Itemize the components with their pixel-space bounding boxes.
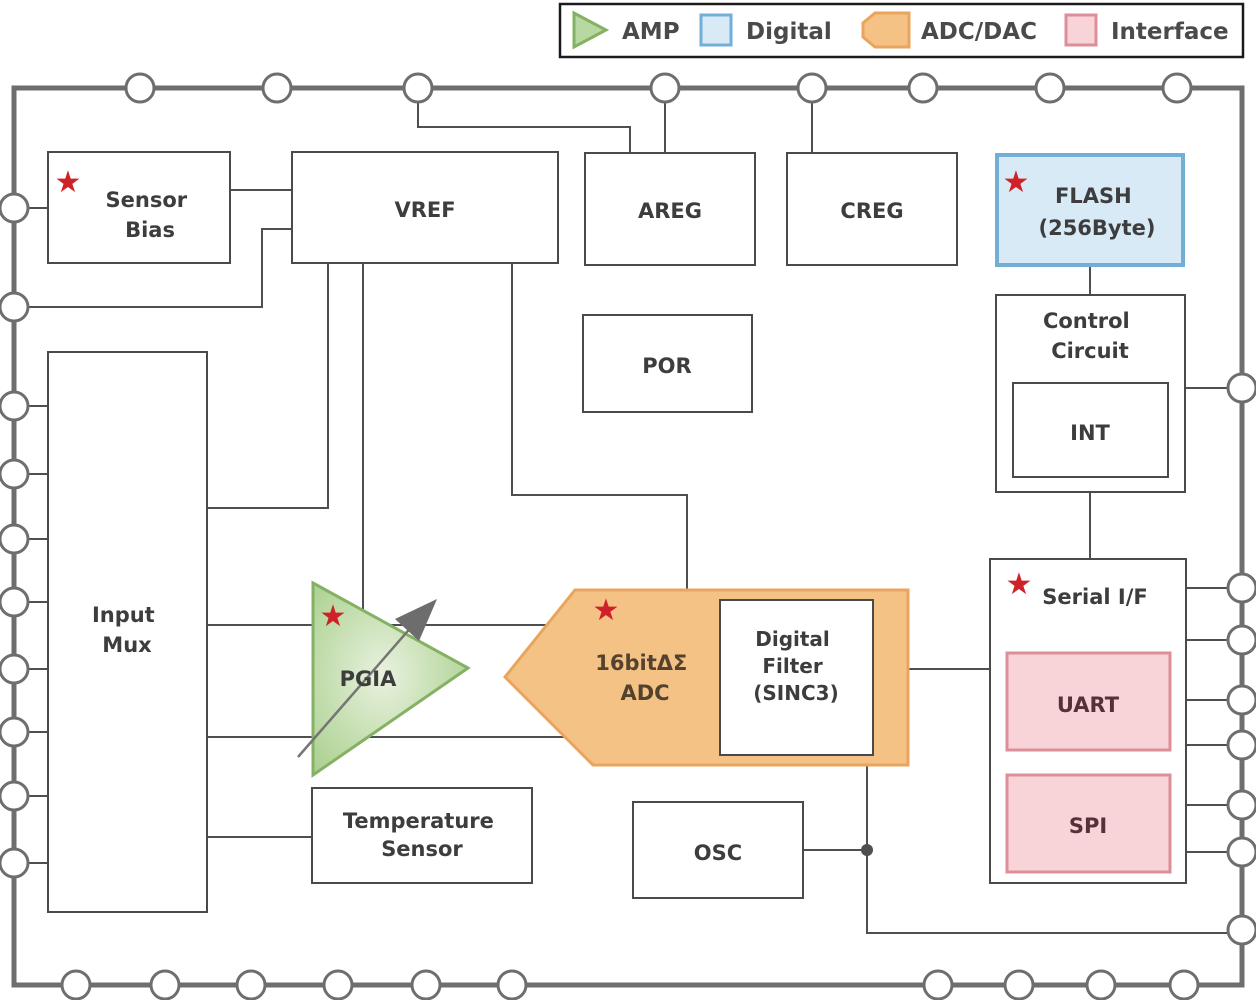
star-icon: ★ bbox=[1006, 567, 1033, 602]
flash-block bbox=[995, 153, 1185, 267]
pin bbox=[149, 969, 181, 1000]
int-label: INT bbox=[1070, 421, 1110, 445]
pin bbox=[1226, 789, 1256, 821]
pin bbox=[0, 192, 30, 224]
pgia-triangle bbox=[311, 580, 471, 778]
star-icon: ★ bbox=[55, 165, 82, 200]
pin bbox=[261, 72, 293, 104]
wire bbox=[511, 263, 688, 590]
pin bbox=[1226, 372, 1256, 404]
wire bbox=[866, 765, 1242, 934]
pin bbox=[796, 72, 828, 104]
pin bbox=[0, 653, 30, 685]
uart-block bbox=[1005, 651, 1172, 752]
pin bbox=[235, 969, 267, 1000]
wire-junction-dot bbox=[861, 844, 873, 856]
adc-label: 16bitΔΣ ADC bbox=[595, 651, 694, 705]
star-icon: ★ bbox=[320, 599, 347, 634]
pin bbox=[1161, 72, 1193, 104]
uart-label: UART bbox=[1057, 693, 1120, 717]
digital-filter-label: Digital Filter (SINC3) bbox=[753, 627, 838, 705]
pin bbox=[0, 523, 30, 555]
pin bbox=[922, 969, 954, 1000]
gain-arrow-icon bbox=[297, 599, 437, 758]
int-block bbox=[1012, 382, 1169, 478]
creg-block bbox=[786, 152, 958, 266]
pin bbox=[1085, 969, 1117, 1000]
pin bbox=[0, 847, 30, 879]
sensor-bias-block bbox=[47, 151, 231, 264]
pin bbox=[60, 969, 92, 1000]
pin bbox=[0, 390, 30, 422]
pin bbox=[0, 780, 30, 812]
flash-label: FLASH (256Byte) bbox=[1038, 184, 1155, 240]
pin bbox=[0, 458, 30, 490]
pin bbox=[1034, 72, 1066, 104]
pin bbox=[402, 72, 434, 104]
wire bbox=[417, 88, 631, 153]
por-label: POR bbox=[642, 354, 691, 378]
pin bbox=[410, 969, 442, 1000]
wire bbox=[14, 228, 292, 308]
wire-group bbox=[14, 88, 1242, 934]
star-icon: ★ bbox=[593, 593, 620, 628]
vref-block bbox=[291, 151, 559, 264]
legend-amp-label: AMP bbox=[622, 19, 680, 45]
serial-if-label: Serial I/F bbox=[1042, 585, 1147, 609]
legend-interface-square-icon bbox=[1064, 13, 1098, 47]
legend-adc-dac-label: ADC/DAC bbox=[921, 19, 1037, 45]
pgia-label: PGIA bbox=[340, 667, 397, 691]
control-circuit-label: Control Circuit bbox=[1043, 309, 1137, 363]
sensor-bias-label: Sensor Bias bbox=[106, 188, 195, 242]
pin bbox=[1226, 684, 1256, 716]
input-mux-label: Input Mux bbox=[92, 603, 162, 657]
areg-label: AREG bbox=[638, 199, 702, 223]
pin bbox=[0, 291, 30, 323]
spi-block bbox=[1005, 773, 1172, 874]
pin bbox=[0, 586, 30, 618]
vref-label: VREF bbox=[394, 198, 455, 222]
areg-block bbox=[584, 152, 756, 266]
creg-label: CREG bbox=[840, 199, 903, 223]
legend-digital-square-icon bbox=[699, 13, 733, 47]
temperature-sensor-label: Temperature Sensor bbox=[343, 809, 501, 861]
spi-label: SPI bbox=[1069, 814, 1107, 838]
pin bbox=[322, 969, 354, 1000]
legend: AMP Digital ADC/DAC Interface bbox=[558, 2, 1245, 59]
pin bbox=[1226, 729, 1256, 761]
pin bbox=[1226, 572, 1256, 604]
osc-label: OSC bbox=[694, 841, 742, 865]
star-icon: ★ bbox=[1003, 165, 1030, 200]
legend-amp-triangle-icon bbox=[572, 10, 610, 50]
pin bbox=[1003, 969, 1035, 1000]
legend-interface-label: Interface bbox=[1111, 19, 1229, 45]
pin bbox=[124, 72, 156, 104]
osc-block bbox=[632, 801, 804, 899]
pin-group bbox=[0, 72, 1256, 1000]
pin bbox=[1226, 914, 1256, 946]
pin bbox=[907, 72, 939, 104]
legend-digital-label: Digital bbox=[746, 19, 832, 45]
pin bbox=[1168, 969, 1200, 1000]
pin bbox=[1226, 624, 1256, 656]
temperature-sensor-block bbox=[311, 787, 533, 884]
input-mux-block bbox=[47, 351, 208, 913]
por-block bbox=[582, 314, 753, 413]
pin bbox=[649, 72, 681, 104]
pin bbox=[1226, 836, 1256, 868]
digital-filter-block bbox=[719, 599, 874, 756]
pin bbox=[0, 716, 30, 748]
wire bbox=[207, 263, 329, 509]
pin bbox=[496, 969, 528, 1000]
legend-adc-hexagon-icon bbox=[861, 11, 911, 49]
